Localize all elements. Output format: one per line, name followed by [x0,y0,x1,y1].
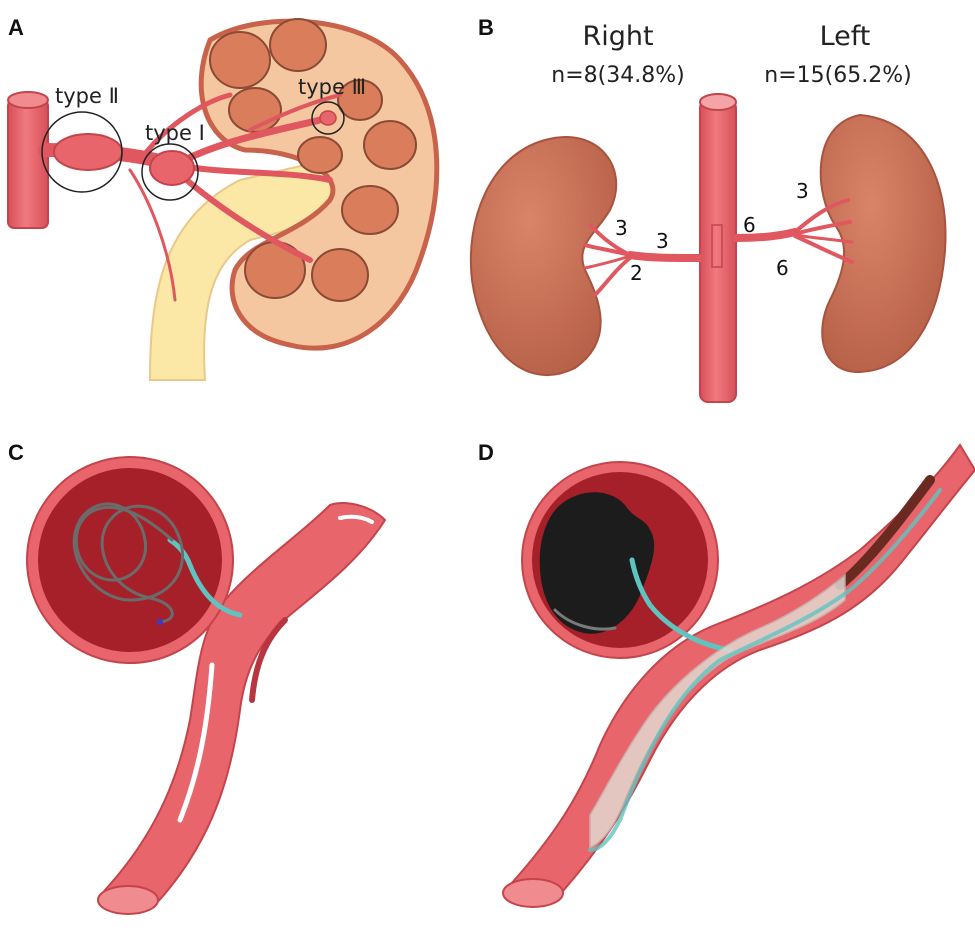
vessel-opening-c [97,885,159,915]
left-kidney [819,113,947,374]
panel-c-label: C [8,440,24,465]
left-trunk-count: 6 [743,213,756,237]
type-2-label: type Ⅱ [55,84,119,108]
type-3-label: type Ⅲ [298,75,366,99]
left-title: Left [820,21,871,52]
type-1-label: type Ⅰ [145,121,205,145]
catheter-c [167,537,243,618]
catheter-d [629,557,733,653]
type-3-circle [311,101,345,135]
embolization-coil [72,502,185,624]
right-title: Right [582,21,653,52]
panel-a: A [7,15,440,381]
left-count: n=15(65.2%) [764,63,911,88]
right-kidney [469,136,618,376]
panel-c: C [8,440,387,915]
right-renal-artery [583,223,704,297]
panel-d: D [478,440,975,908]
type-2-circle [41,111,123,193]
aorta [699,99,737,403]
right-count: n=8(34.8%) [551,63,684,88]
right-trunk-count: 3 [656,229,669,253]
embolic-mass [539,492,655,634]
right-lower-branch-count: 2 [630,261,643,285]
left-lower-branch-count: 6 [776,256,789,280]
renal-pyramids [209,18,417,302]
panel-b-label: B [478,15,494,40]
right-upper-branch-count: 3 [615,216,628,240]
stent-graft [589,573,846,850]
panel-d-label: D [478,440,494,465]
left-upper-branch-count: 3 [796,179,809,203]
left-renal-artery [732,198,854,264]
type-1-circle [141,143,199,201]
aorta-stub [7,99,49,229]
panel-a-label: A [8,15,24,40]
panel-b: B Right n=8(34.8%) Left n=15(65.2%) [469,15,947,403]
vessel-opening-d [502,878,564,908]
